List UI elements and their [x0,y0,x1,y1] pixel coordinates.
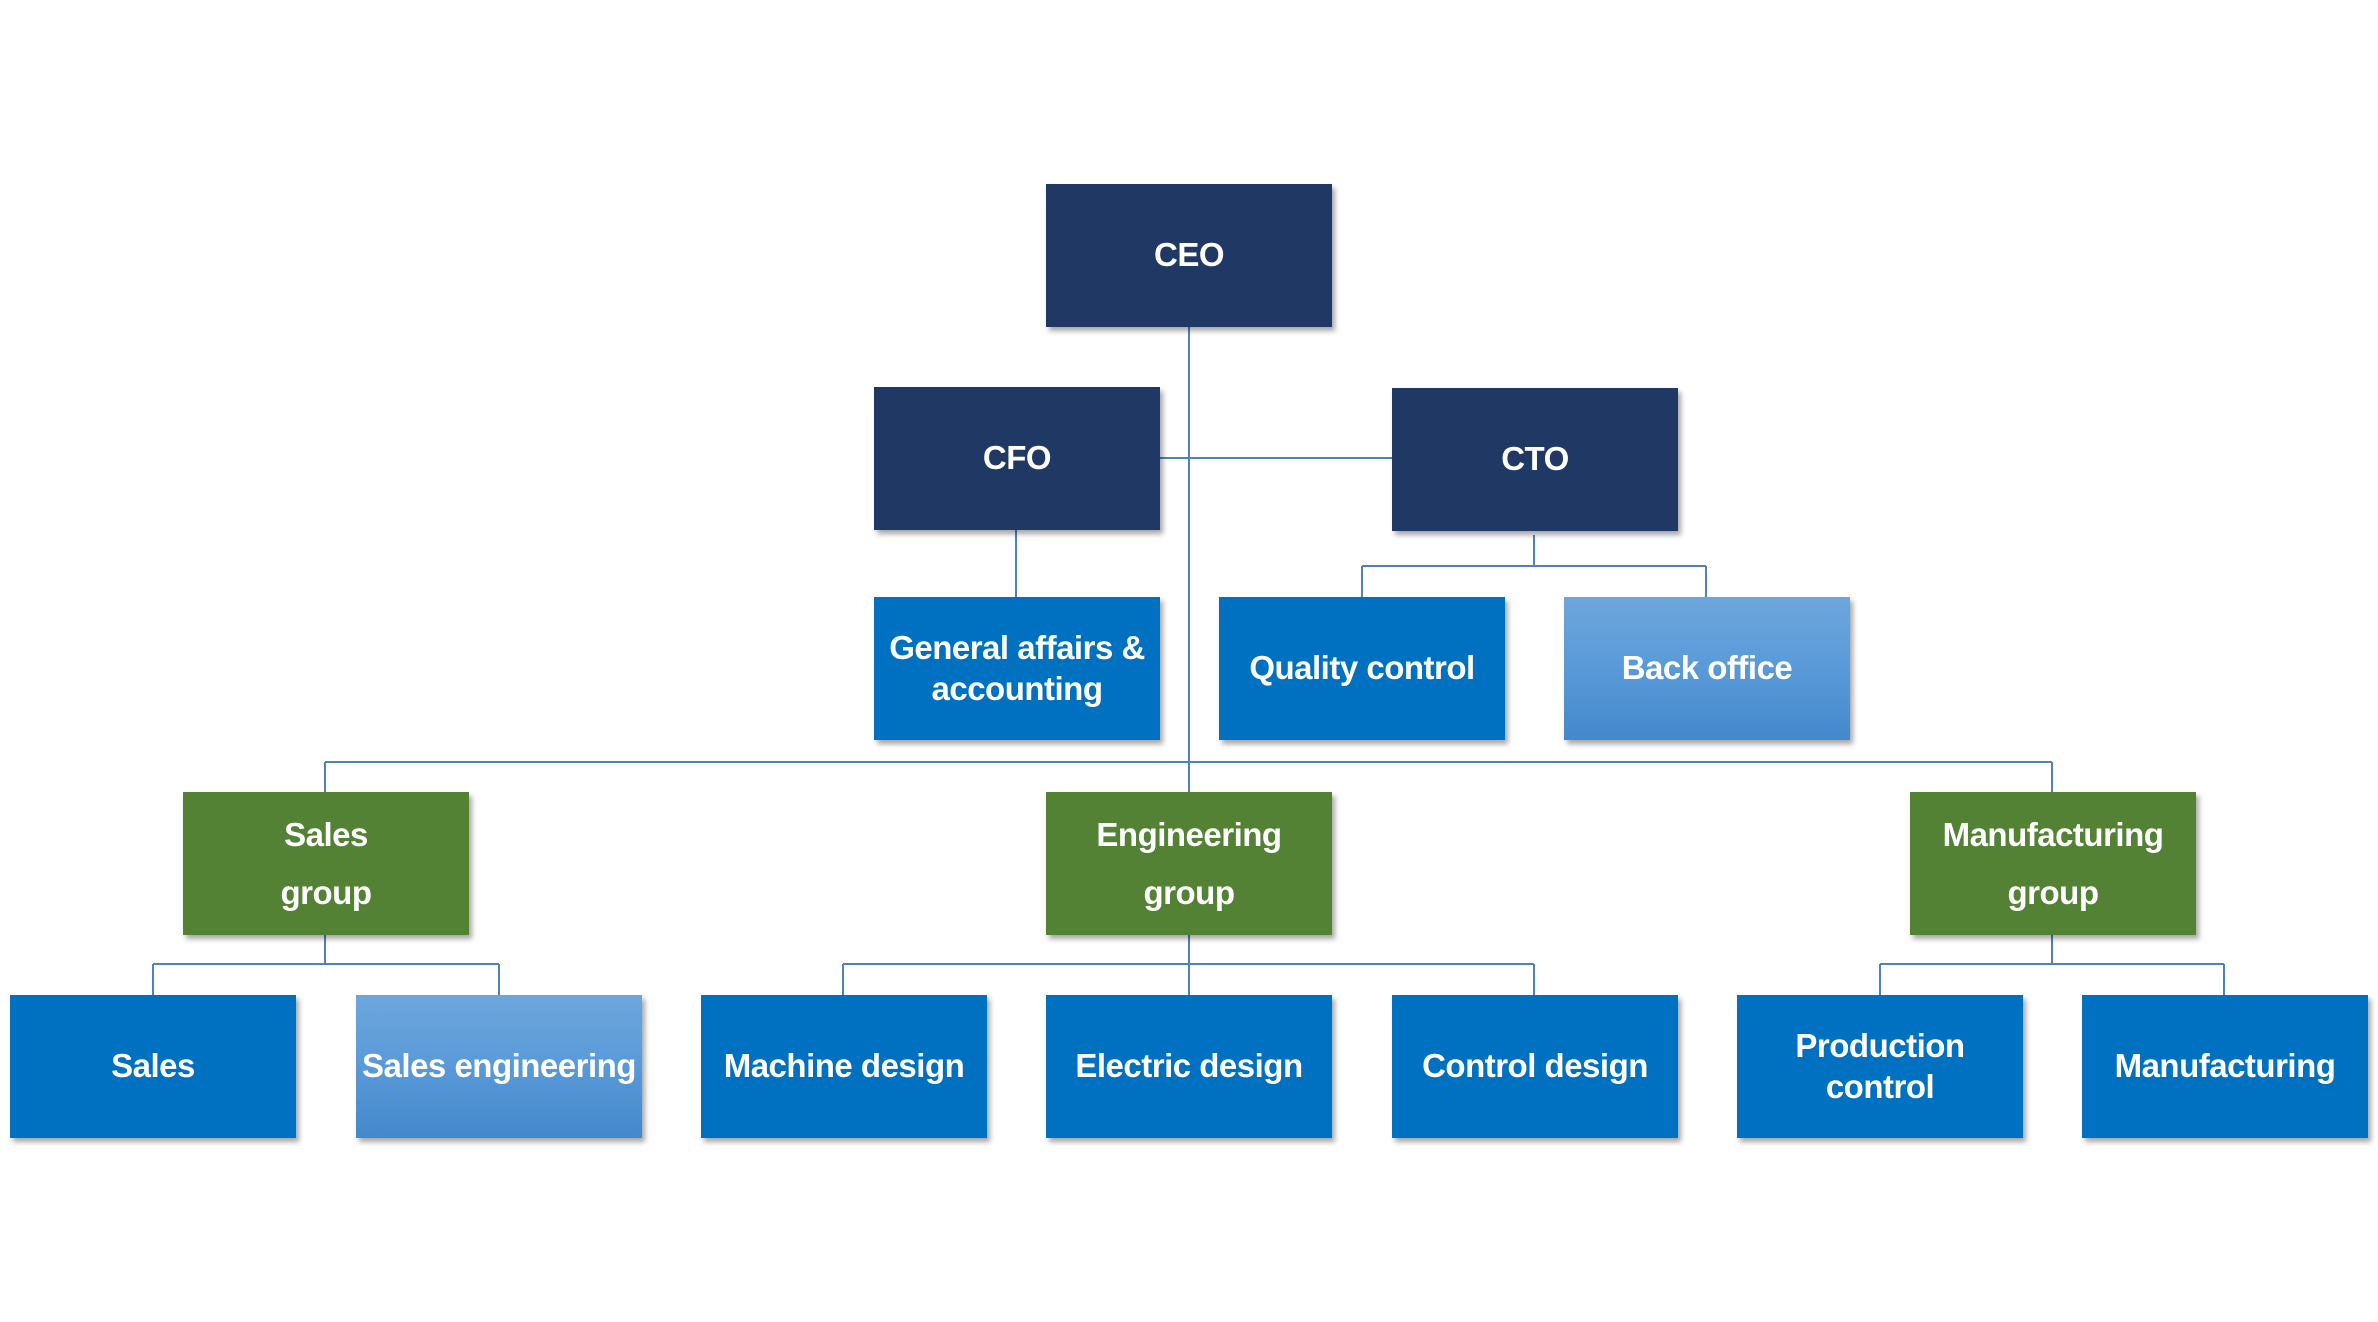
node-back-office-label: Back office [1621,649,1793,687]
node-manufacturing: Manufacturing [2082,995,2368,1138]
node-quality-control: Quality control [1219,597,1505,740]
node-sales-group-label: Sales group [280,815,372,911]
node-cto-label: CTO [1501,440,1569,478]
node-machine-design: Machine design [701,995,987,1138]
node-ceo-label: CEO [1153,236,1225,274]
node-manufacturing-label: Manufacturing [2114,1047,2336,1085]
node-control-design: Control design [1392,995,1678,1138]
node-back-office: Back office [1564,597,1850,740]
node-sales-engineering-label: Sales engineering [362,1047,636,1085]
node-machine-design-label: Machine design [723,1047,965,1085]
node-engineering-group: Engineering group [1046,792,1332,935]
node-cfo: CFO [874,387,1160,530]
node-cfo-label: CFO [982,439,1052,477]
node-quality-control-label: Quality control [1249,649,1475,687]
node-engineering-group-label: Engineering group [1096,815,1282,911]
node-cto: CTO [1392,388,1678,531]
node-general-affairs-label: General affairs & accounting [889,629,1145,707]
node-production-control: Production control [1737,995,2023,1138]
node-production-control-label: Production control [1795,1027,1965,1105]
node-sales-group: Sales group [183,792,469,935]
node-sales: Sales [10,995,296,1138]
node-sales-label: Sales [111,1047,195,1085]
node-general-affairs: General affairs & accounting [874,597,1160,740]
node-ceo: CEO [1046,184,1332,327]
node-electric-design-label: Electric design [1075,1047,1303,1085]
node-manufacturing-group-label: Manufacturing group [1942,815,2164,911]
node-control-design-label: Control design [1422,1047,1648,1085]
node-manufacturing-group: Manufacturing group [1910,792,2196,935]
node-sales-engineering: Sales engineering [356,995,642,1138]
node-electric-design: Electric design [1046,995,1332,1138]
